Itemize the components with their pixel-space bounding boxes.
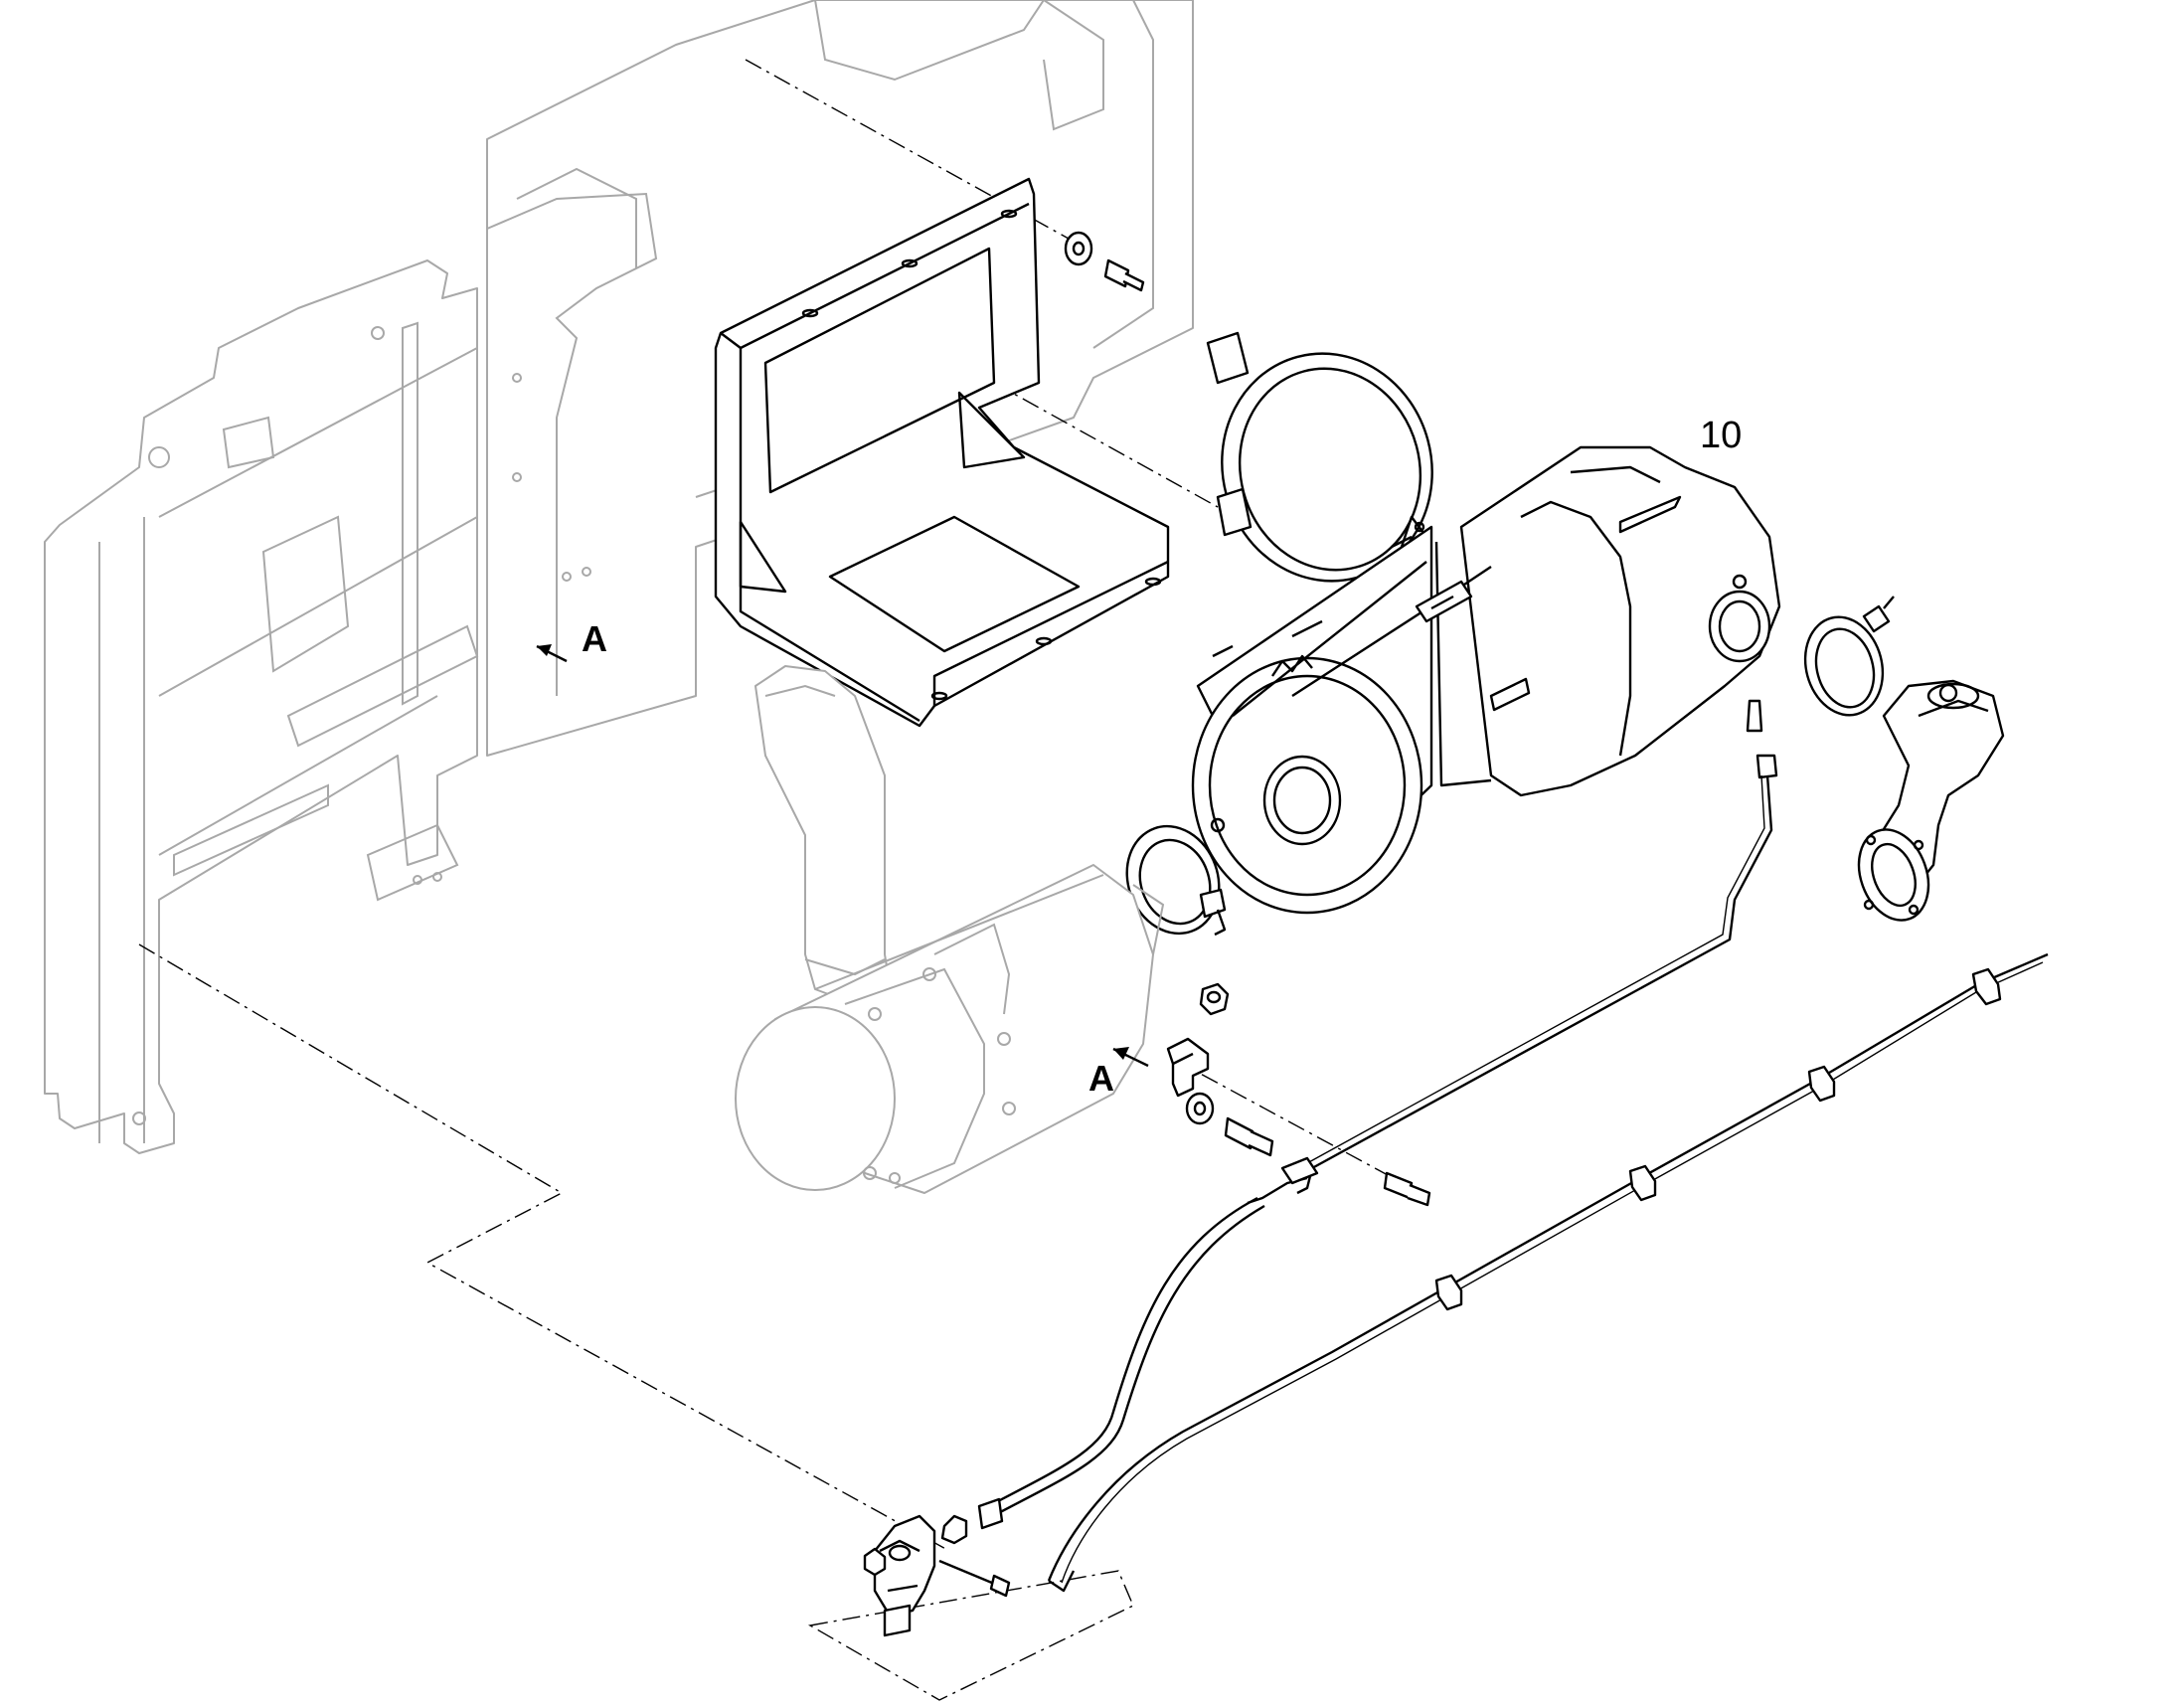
harness-clip-3 bbox=[1628, 1164, 1657, 1202]
bracket-bolt bbox=[1224, 1116, 1274, 1157]
drain-valve-bolt bbox=[938, 1559, 1011, 1598]
exhaust-canister bbox=[1191, 445, 1781, 915]
drain-valve-nut bbox=[863, 1547, 887, 1577]
drain-valve-assembly bbox=[873, 1514, 936, 1637]
outlet-v-band-clamp bbox=[1803, 596, 1895, 717]
view-arrow-upper bbox=[536, 644, 568, 663]
bracket-nut bbox=[1199, 982, 1230, 1016]
view-label-a-upper: A bbox=[582, 618, 607, 659]
left-side-frame bbox=[44, 259, 479, 1154]
view-label-a-lower: A bbox=[1088, 1058, 1114, 1099]
lower-bolt bbox=[1383, 1171, 1431, 1207]
muffler-strap bbox=[1206, 331, 1433, 583]
drain-hose bbox=[977, 1196, 1265, 1530]
upper-bolt bbox=[1103, 258, 1145, 292]
outlet-elbow-pipe bbox=[1857, 679, 2005, 922]
view-arrow-lower bbox=[1112, 1047, 1149, 1068]
harness-clip-4 bbox=[1434, 1274, 1463, 1311]
existing-muffler bbox=[735, 864, 1165, 1194]
tube-bracket bbox=[1166, 1037, 1210, 1098]
harness-clip-2 bbox=[1807, 1065, 1836, 1103]
drain-valve-fitting bbox=[940, 1514, 968, 1545]
bracket-washer bbox=[1185, 1092, 1215, 1125]
upper-washer bbox=[1064, 231, 1093, 266]
part-callout-10: 10 bbox=[1700, 415, 1742, 456]
harness-clip-1 bbox=[1971, 967, 2002, 1006]
mounting-bracket bbox=[714, 177, 1170, 728]
wire-harness bbox=[1047, 952, 2049, 1593]
inlet-v-band-clamp bbox=[1125, 824, 1227, 937]
exhaust-stack-pipe bbox=[754, 665, 891, 1005]
canister-sensor-port bbox=[1746, 699, 1778, 779]
